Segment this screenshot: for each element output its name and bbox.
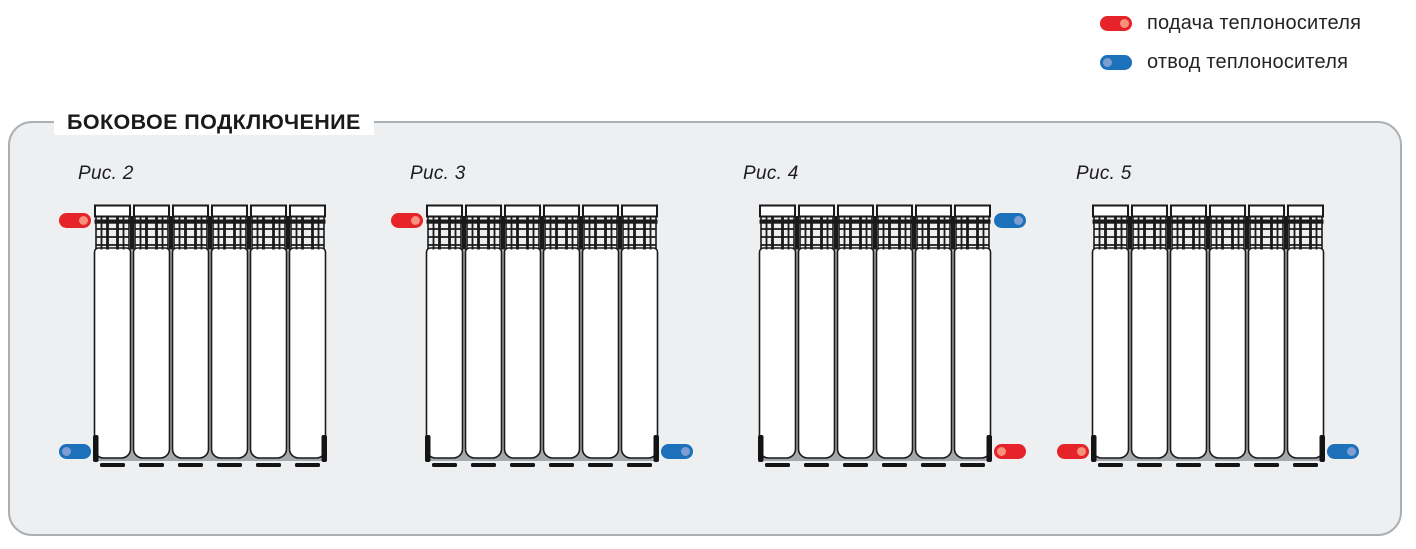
supply-pill-dot: [1120, 18, 1129, 28]
supply-pill-icon: [1100, 15, 1132, 31]
radiator-svg: [425, 204, 659, 467]
return-connector-dot: [62, 447, 71, 456]
legend-label-supply: подача теплоносителя: [1147, 12, 1362, 34]
figure-label: Рис. 4: [743, 163, 799, 184]
return-connector-pill: [661, 444, 693, 459]
return-connector-dot: [1014, 216, 1023, 225]
figures-row: Рис. 2 Рис. 3 Рис. 4 Рис. 5: [10, 123, 1400, 534]
figure-label: Рис. 5: [1076, 163, 1132, 184]
supply-connector-pill: [59, 213, 91, 228]
return-connector-pill: [1327, 444, 1359, 459]
supply-connector-dot: [411, 216, 420, 225]
radiator-diagram: [59, 204, 327, 468]
radiator-diagram: [758, 204, 1026, 468]
figure-label: Рис. 3: [410, 163, 466, 184]
legend-item-supply: подача теплоносителя: [1100, 12, 1361, 34]
radiator-figure: Рис. 3: [391, 163, 722, 513]
radiator-diagram: [1057, 204, 1359, 468]
supply-connector-dot: [79, 216, 88, 225]
radiator-svg: [758, 204, 992, 467]
return-connector-pill: [59, 444, 91, 459]
supply-connector-pill: [994, 444, 1026, 459]
return-connector-dot: [681, 447, 690, 456]
radiator-svg: [93, 204, 327, 467]
radiator-figure: Рис. 5: [1057, 163, 1388, 513]
panel-title: БОКОВОЕ ПОДКЛЮЧЕНИЕ: [54, 109, 374, 135]
radiator-figure: Рис. 2: [59, 163, 390, 513]
supply-connector-pill: [391, 213, 423, 228]
legend-item-return: отвод теплоносителя: [1100, 51, 1361, 73]
radiator-svg: [1091, 204, 1325, 467]
supply-connector-pill: [1057, 444, 1089, 459]
return-connector-dot: [1347, 447, 1356, 456]
legend-label-return: отвод теплоносителя: [1147, 51, 1349, 73]
supply-connector-dot: [997, 447, 1006, 456]
supply-connector-dot: [1077, 447, 1086, 456]
return-connector-pill: [994, 213, 1026, 228]
return-pill-dot: [1103, 57, 1112, 67]
radiator-diagram: [391, 204, 693, 468]
return-pill-icon: [1100, 54, 1132, 70]
figure-label: Рис. 2: [78, 163, 134, 184]
radiator-figure: Рис. 4: [735, 163, 1055, 513]
legend: подача теплоносителя отвод теплоносителя: [1100, 12, 1361, 73]
